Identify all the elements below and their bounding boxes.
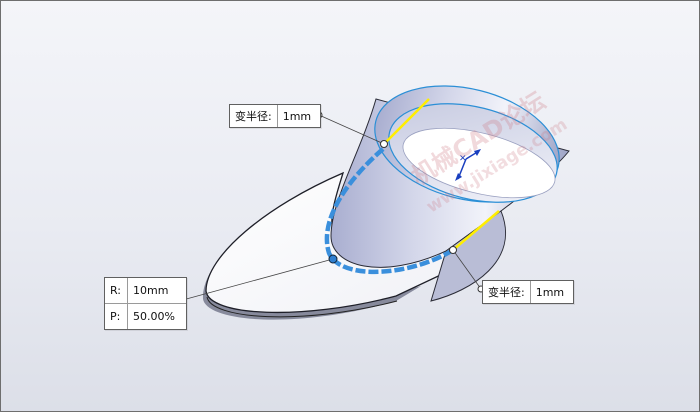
leader-top [318,114,385,145]
triad-icon: ✕ [455,149,481,181]
callout-r-value[interactable]: 10mm [128,278,186,303]
leader-rp [178,258,334,302]
callout-p-value[interactable]: 50.00% [128,304,186,329]
handle-top-point[interactable] [380,140,388,148]
callout-right-value[interactable]: 1mm [530,281,573,303]
handle-rp-point[interactable] [328,254,338,264]
fillet-preview-curve[interactable] [324,147,455,275]
selected-edge-top[interactable] [383,98,430,145]
selected-edge-right[interactable] [452,210,500,251]
leader-right [452,249,482,290]
callout-right-variable-radius[interactable]: 变半径: 1mm [482,280,574,304]
callout-top-value[interactable]: 1mm [277,105,320,127]
top-opening[interactable] [362,68,571,220]
handle-right-point[interactable] [449,246,457,254]
callout-r-label: R: [105,278,128,303]
callout-radius-position[interactable]: R: 10mm P: 50.00% [104,277,187,330]
callout-p-label: P: [105,304,128,329]
callout-top-label: 变半径: [230,105,278,127]
callout-right-label: 变半径: [483,281,531,303]
svg-text:✕: ✕ [459,154,467,164]
callout-top-variable-radius[interactable]: 变半径: 1mm [229,104,321,128]
